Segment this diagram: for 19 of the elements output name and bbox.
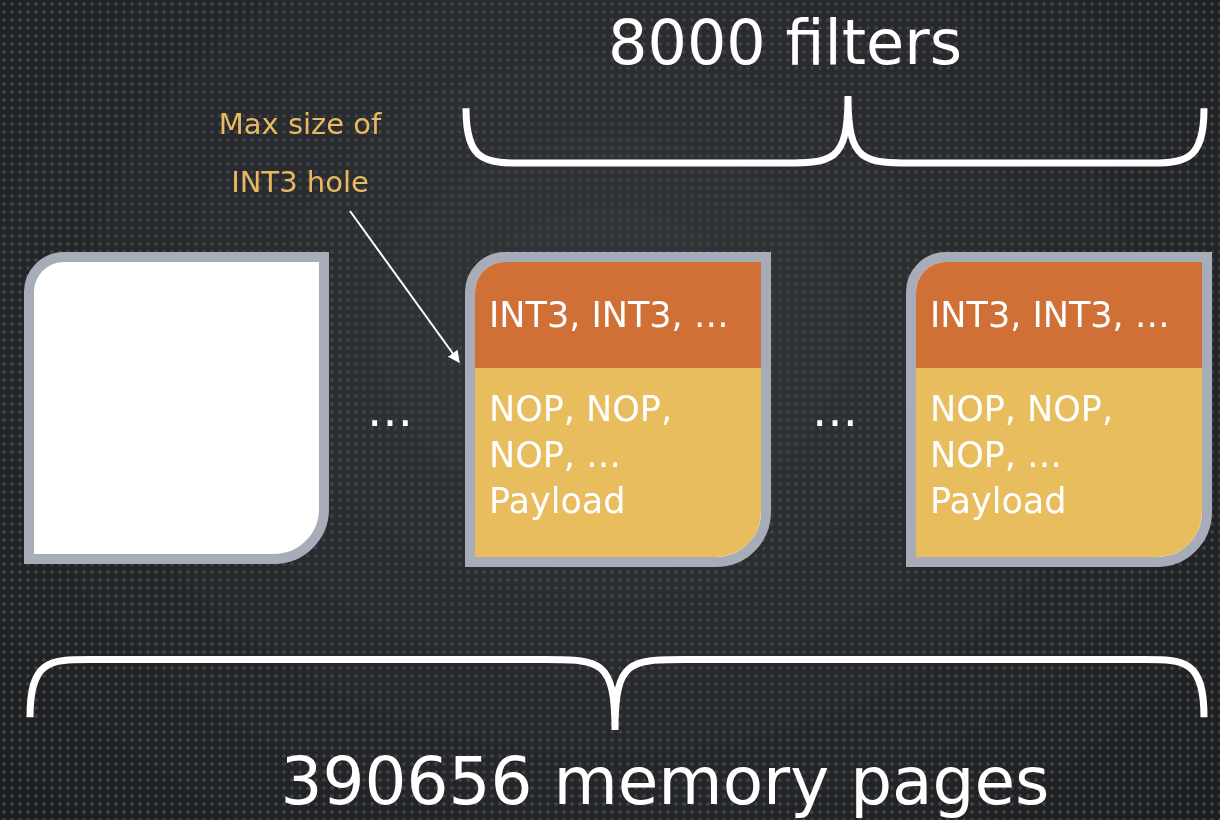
band-text: INT3, INT3, … xyxy=(930,293,1170,337)
memory-page xyxy=(906,252,1212,567)
caption-text: 390656 memory pages xyxy=(279,742,1051,820)
ellipsis: … xyxy=(366,382,414,439)
memory-page xyxy=(465,252,771,567)
band-text: INT3, INT3, … xyxy=(489,293,729,337)
ellipsis: … xyxy=(811,382,859,439)
leader-arrow xyxy=(349,210,460,363)
memory-page xyxy=(24,252,329,564)
band-text: NOP, NOP, NOP, … xyxy=(489,388,674,478)
band-text: NOP, NOP, NOP, … xyxy=(930,388,1115,478)
band-text: Payload xyxy=(930,480,1068,524)
int3-band xyxy=(916,262,1202,368)
annotation-text: Max size of INT3 hole xyxy=(200,95,400,211)
caption-text: 8000 filters xyxy=(607,5,963,81)
nop-band xyxy=(916,368,1202,557)
nop-band xyxy=(475,368,761,557)
int3-band xyxy=(475,262,761,368)
band-text: Payload xyxy=(489,480,627,524)
